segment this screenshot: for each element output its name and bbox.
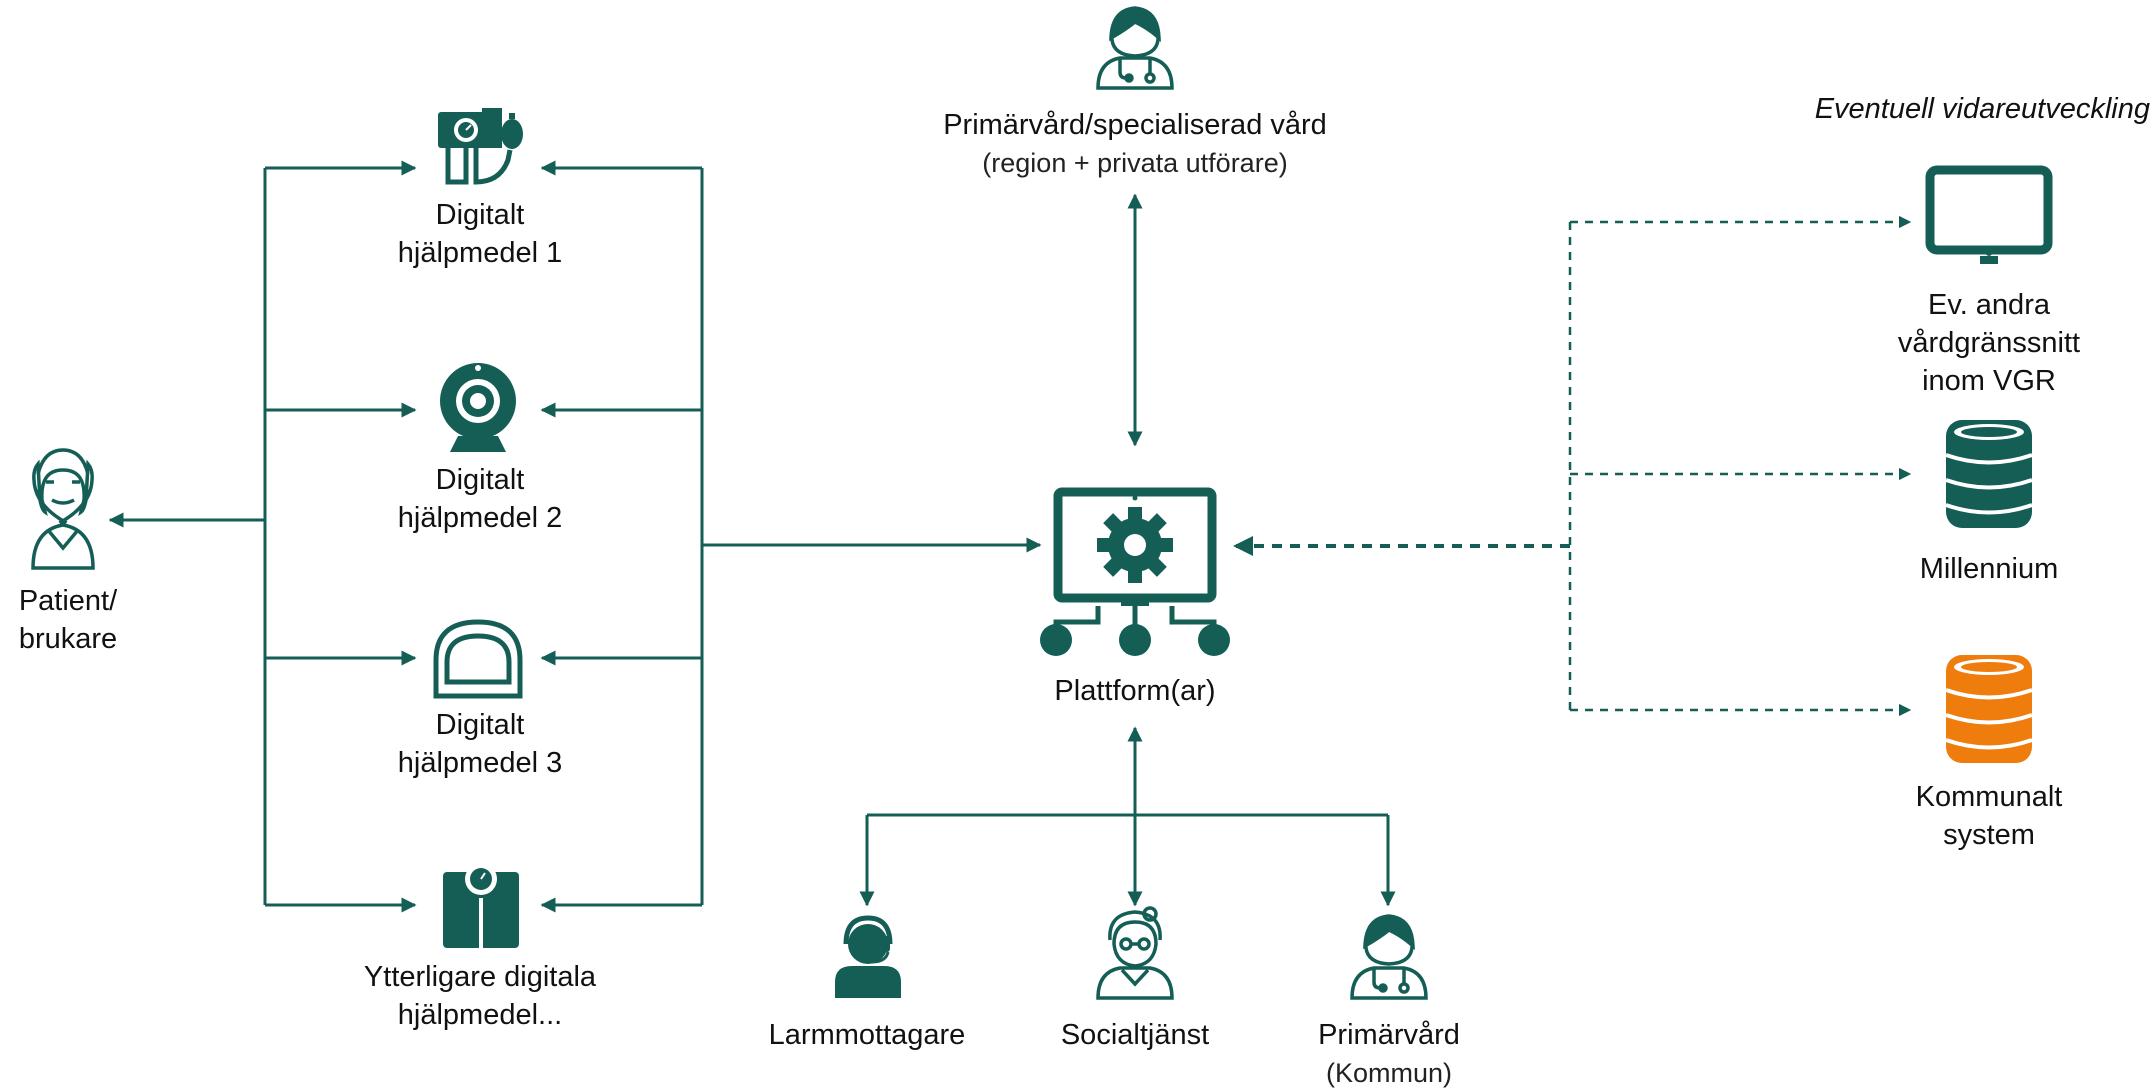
millennium-title: Millennium bbox=[1919, 553, 2059, 585]
municipal-care-label: Primärvård (Kommun) bbox=[1284, 1016, 1494, 1092]
webcam-icon bbox=[440, 363, 516, 452]
left-connectors bbox=[108, 160, 1042, 913]
database-icon bbox=[1945, 420, 2033, 528]
social-label: Socialtjänst bbox=[1015, 1016, 1255, 1054]
municipal-care-subtitle: (Kommun) bbox=[1325, 1058, 1453, 1088]
blood-pressure-monitor-icon bbox=[438, 108, 523, 185]
aid3-label-line1: Digitalt bbox=[435, 709, 525, 741]
aid2-label-line2: hjälpmedel 2 bbox=[397, 502, 563, 534]
future-note: Eventuell vidareutveckling bbox=[1760, 90, 2150, 128]
aid3-label: Digitalt hjälpmedel 3 bbox=[340, 706, 620, 782]
aid1-label-line1: Digitalt bbox=[435, 199, 525, 231]
primary-care-label: Primärvård/specialiserad vård (region + … bbox=[895, 106, 1375, 182]
monitor-icon bbox=[1925, 165, 2053, 264]
patient-label-line1: Patient/ bbox=[18, 585, 118, 617]
municipal-system-line1: Kommunalt bbox=[1915, 781, 2063, 813]
other-interfaces-line1: Ev. andra bbox=[1928, 289, 2050, 321]
municipal-system-line2: system bbox=[1943, 819, 2035, 851]
alarm-label: Larmmottagare bbox=[737, 1016, 997, 1054]
municipal-system-label: Kommunalt system bbox=[1869, 778, 2109, 854]
aid2-label: Digitalt hjälpmedel 2 bbox=[340, 461, 620, 537]
aid2-label-line1: Digitalt bbox=[435, 464, 525, 496]
scale-icon bbox=[443, 863, 519, 948]
social-title: Socialtjänst bbox=[1060, 1019, 1210, 1051]
patient-label: Patient/ brukare bbox=[0, 582, 136, 658]
municipal-care-title: Primärvård bbox=[1318, 1019, 1460, 1051]
aid4-label: Ytterligare digitala hjälpmedel... bbox=[320, 958, 640, 1034]
right-dashed-connectors bbox=[1233, 215, 1912, 717]
other-interfaces-line2: vårdgränssnitt bbox=[1897, 327, 2081, 359]
center-connectors bbox=[859, 193, 1396, 907]
doctor-icon bbox=[1096, 6, 1174, 90]
elderly-patient-icon bbox=[31, 448, 95, 570]
millennium-label: Millennium bbox=[1869, 550, 2109, 588]
primary-care-subtitle: (region + privata utförare) bbox=[982, 148, 1288, 178]
database-orange-icon bbox=[1945, 655, 2033, 763]
aid4-label-line2: hjälpmedel... bbox=[397, 999, 563, 1031]
platform-label: Plattform(ar) bbox=[1015, 672, 1255, 710]
social-worker-icon bbox=[1096, 906, 1174, 1000]
nurse-icon bbox=[1350, 914, 1428, 1000]
primary-care-title: Primärvård/specialiserad vård bbox=[943, 109, 1327, 141]
patient-label-line2: brukare bbox=[18, 623, 118, 655]
other-interfaces-line3: inom VGR bbox=[1922, 365, 2056, 397]
platform-title: Plattform(ar) bbox=[1054, 675, 1216, 707]
platform-gear-icon bbox=[1040, 487, 1230, 656]
alarm-title: Larmmottagare bbox=[768, 1019, 966, 1051]
future-note-text: Eventuell vidareutveckling bbox=[1814, 93, 2150, 125]
other-interfaces-label: Ev. andra vårdgränssnitt inom VGR bbox=[1869, 286, 2109, 400]
headset-operator-icon bbox=[835, 915, 901, 998]
medicine-dispenser-icon bbox=[433, 619, 523, 699]
aid4-label-line1: Ytterligare digitala bbox=[363, 961, 597, 993]
aid3-label-line2: hjälpmedel 3 bbox=[397, 747, 563, 779]
aid1-label: Digitalt hjälpmedel 1 bbox=[340, 196, 620, 272]
aid1-label-line2: hjälpmedel 1 bbox=[397, 237, 563, 269]
